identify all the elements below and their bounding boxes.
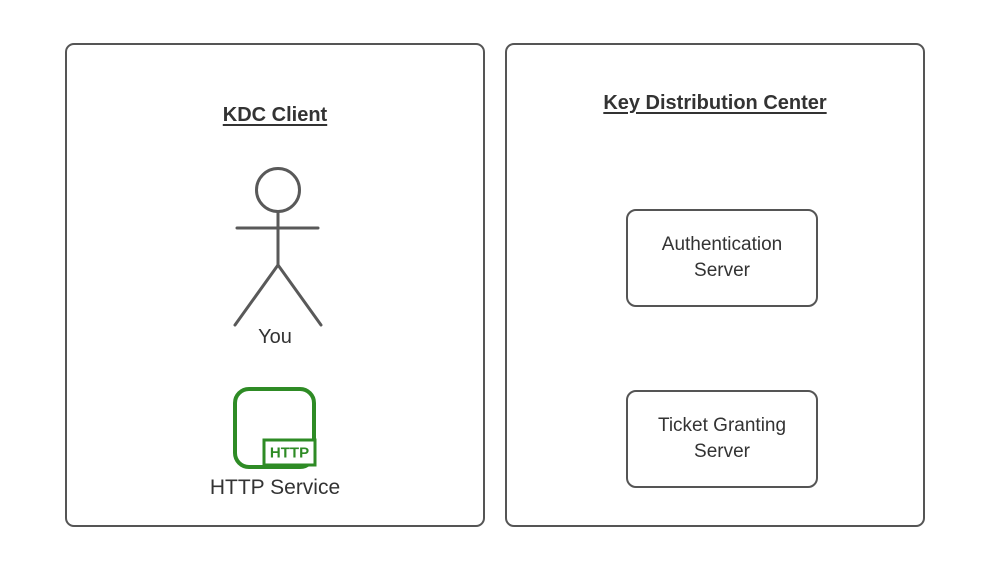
authentication-server-label: Authentication Server	[661, 234, 783, 281]
kdc-client-panel: KDC Client You HTTP HTTP Service	[65, 43, 485, 527]
kdc-client-title-text: KDC Client	[222, 104, 328, 126]
http-service-icon: HTTP	[233, 387, 317, 469]
authentication-server-box: Authentication Server	[626, 209, 818, 307]
ticket-granting-server-label: Ticket Granting Server	[657, 415, 787, 462]
ticket-granting-server-box: Ticket Granting Server	[626, 390, 818, 488]
person-icon	[233, 167, 323, 327]
key-distribution-center-panel: Key Distribution Center Authentication S…	[505, 43, 925, 527]
http-service-label: HTTP Service	[209, 476, 341, 499]
http-badge-label: HTTP	[270, 445, 309, 462]
actor-label: You	[258, 326, 292, 348]
key-distribution-center-title: Key Distribution Center	[507, 90, 923, 117]
key-distribution-center-title-text: Key Distribution Center	[603, 92, 827, 114]
kdc-client-title: KDC Client	[67, 102, 483, 129]
